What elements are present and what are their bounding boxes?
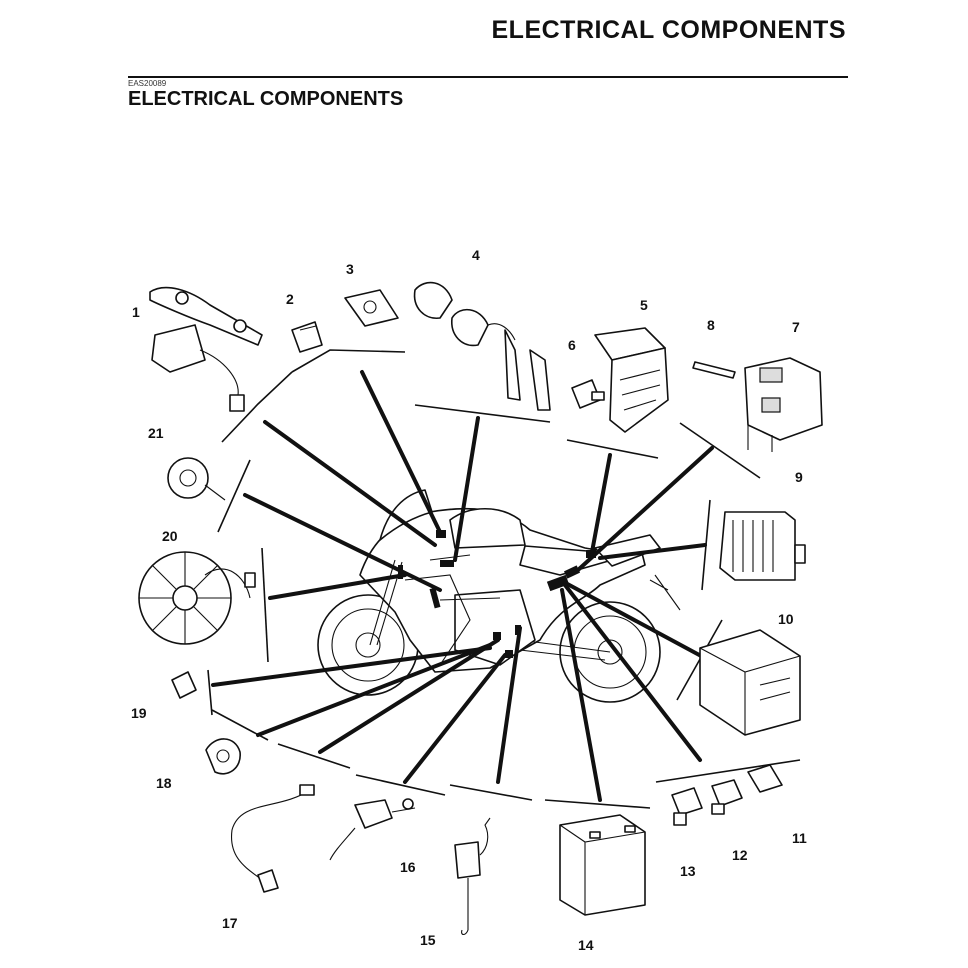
component-3-sensor xyxy=(344,289,399,327)
callout-13: 13 xyxy=(680,863,696,879)
component-6-fuse xyxy=(571,379,605,409)
callout-16: 16 xyxy=(400,859,416,875)
component-18-sensor xyxy=(205,738,241,775)
callout-21: 21 xyxy=(148,425,164,441)
callout-3: 3 xyxy=(346,261,354,277)
callout-2: 2 xyxy=(286,291,294,307)
callout-4: 4 xyxy=(472,247,480,263)
component-2-switch xyxy=(291,321,323,353)
page-header-title: ELECTRICAL COMPONENTS xyxy=(491,16,846,44)
callout-15: 15 xyxy=(420,932,436,948)
callout-20: 20 xyxy=(162,528,178,544)
callout-8: 8 xyxy=(707,317,715,333)
callout-1: 1 xyxy=(132,304,140,320)
callout-11: 11 xyxy=(792,830,807,846)
component-1-main-switch xyxy=(149,286,263,412)
callout-5: 5 xyxy=(640,297,648,313)
component-15-sensor xyxy=(454,817,491,936)
header-divider xyxy=(128,76,848,78)
component-8-fuse xyxy=(692,361,736,379)
component-12-relay xyxy=(711,779,743,815)
component-7-starter-relay xyxy=(744,357,823,452)
callout-14: 14 xyxy=(578,937,594,953)
section-title: ELECTRICAL COMPONENTS xyxy=(128,88,404,110)
document-code: EAS20089 xyxy=(128,79,167,88)
callout-9: 9 xyxy=(795,469,803,485)
callout-18: 18 xyxy=(156,775,172,791)
leader-lines xyxy=(211,370,714,802)
component-5-fuse-box xyxy=(594,327,669,433)
callout-6: 6 xyxy=(568,337,576,353)
component-13-relay xyxy=(671,787,703,826)
component-frames xyxy=(207,349,801,809)
callout-numbers: 1 2 3 4 5 6 7 8 9 10 11 12 13 14 15 16 1… xyxy=(131,247,807,953)
callout-10: 10 xyxy=(778,611,794,627)
callout-17: 17 xyxy=(222,915,238,931)
component-19-switch xyxy=(171,671,197,699)
component-9-rectifier-regulator xyxy=(719,511,806,581)
component-16-switch xyxy=(329,798,416,861)
component-4-ignition-coils xyxy=(413,281,551,411)
component-21-horn xyxy=(167,457,226,501)
callout-19: 19 xyxy=(131,705,147,721)
callout-7: 7 xyxy=(792,319,800,335)
component-17-sensor xyxy=(231,784,315,893)
component-20-radiator-fan xyxy=(138,551,256,645)
component-14-battery xyxy=(559,814,646,916)
component-11-relay xyxy=(747,764,783,793)
component-10-ecu xyxy=(699,629,801,736)
callout-12: 12 xyxy=(732,847,748,863)
motorcycle-illustration xyxy=(317,489,681,703)
